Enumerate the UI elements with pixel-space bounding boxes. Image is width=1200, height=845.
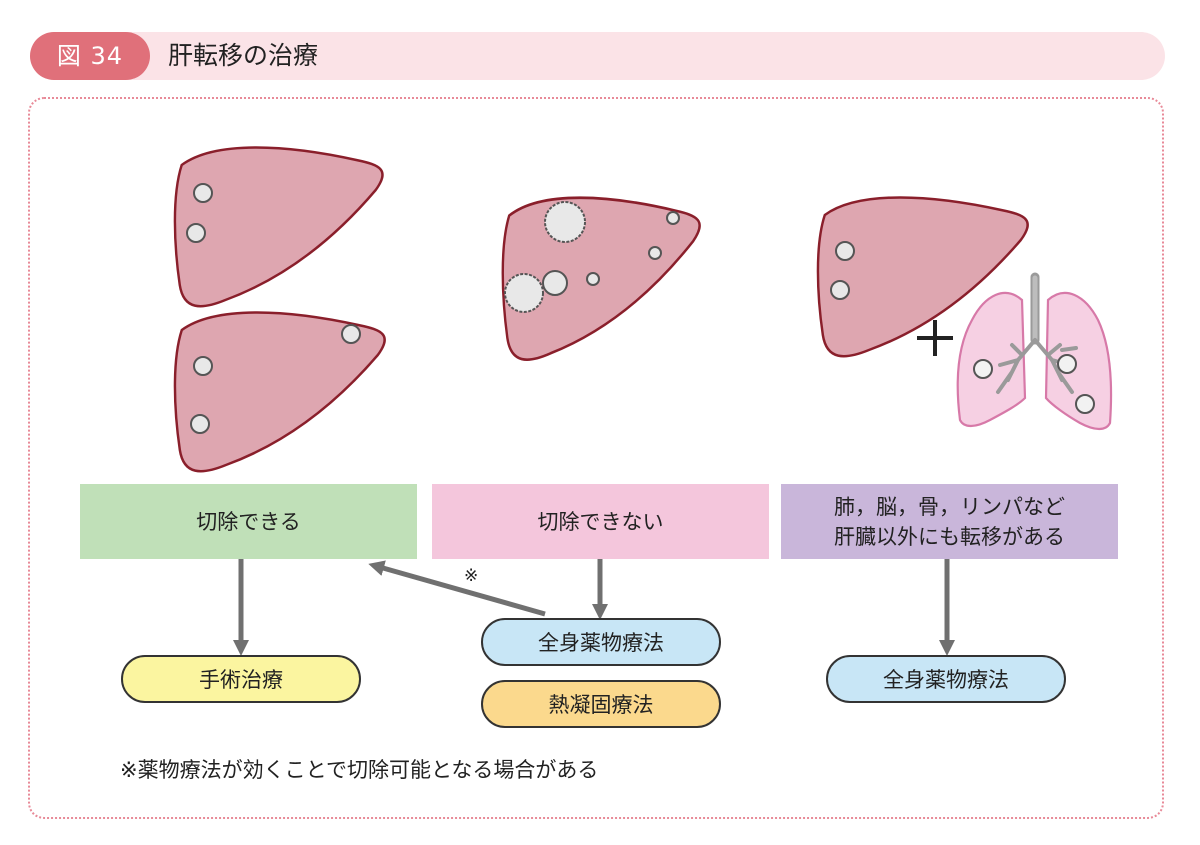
figure-label: 図 34 (30, 32, 150, 80)
dotted-frame (28, 97, 1164, 819)
metastasis-spot (186, 223, 206, 243)
metastasis-spot (341, 324, 361, 344)
metastasis-spot (835, 241, 855, 261)
treatment-thermal: 熱凝固療法 (481, 680, 721, 728)
metastasis-spot (586, 272, 600, 286)
metastasis-cluster (544, 201, 586, 243)
category-resectable-label: 切除できる (196, 509, 301, 534)
footnote: ※薬物療法が効くことで切除可能となる場合がある (120, 758, 599, 782)
metastasis-spot (1075, 394, 1095, 414)
category-other-organs-line1: 肺，脳，骨，リンパなど (834, 494, 1065, 519)
metastasis-cluster (504, 273, 544, 313)
category-box-unresectable (432, 484, 769, 559)
metastasis-spot (190, 414, 210, 434)
metastasis-spot (666, 211, 680, 225)
title-bar (30, 32, 1165, 80)
metastasis-spot (648, 246, 662, 260)
treatment-surgery: 手術治療 (121, 655, 361, 703)
plus-icon (917, 320, 953, 356)
metastasis-spot (193, 356, 213, 376)
metastasis-spot (193, 183, 213, 203)
liver-illustration-top-left (173, 146, 384, 308)
category-box-resectable (80, 484, 417, 559)
category-other-organs-line2: 肝臓以外にも転移がある (834, 524, 1065, 549)
arrow-note-mark: ※ (464, 566, 479, 586)
arrow-systemic-to-resectable (368, 560, 546, 617)
metastasis-spot (542, 270, 568, 296)
category-unresectable-label: 切除できない (537, 509, 664, 534)
category-box-other-organs (781, 484, 1118, 559)
lungs-illustration (956, 272, 1113, 431)
metastasis-spot (830, 280, 850, 300)
figure-title: 肝転移の治療 (168, 41, 319, 70)
category-other-organs-label: 肺，脳，骨，リンパなど 肝臓以外にも転移がある (781, 484, 1118, 559)
metastasis-spot (1057, 354, 1077, 374)
treatment-systemic-center: 全身薬物療法 (481, 618, 721, 666)
metastasis-spot (973, 359, 993, 379)
treatment-systemic-right: 全身薬物療法 (826, 655, 1066, 703)
